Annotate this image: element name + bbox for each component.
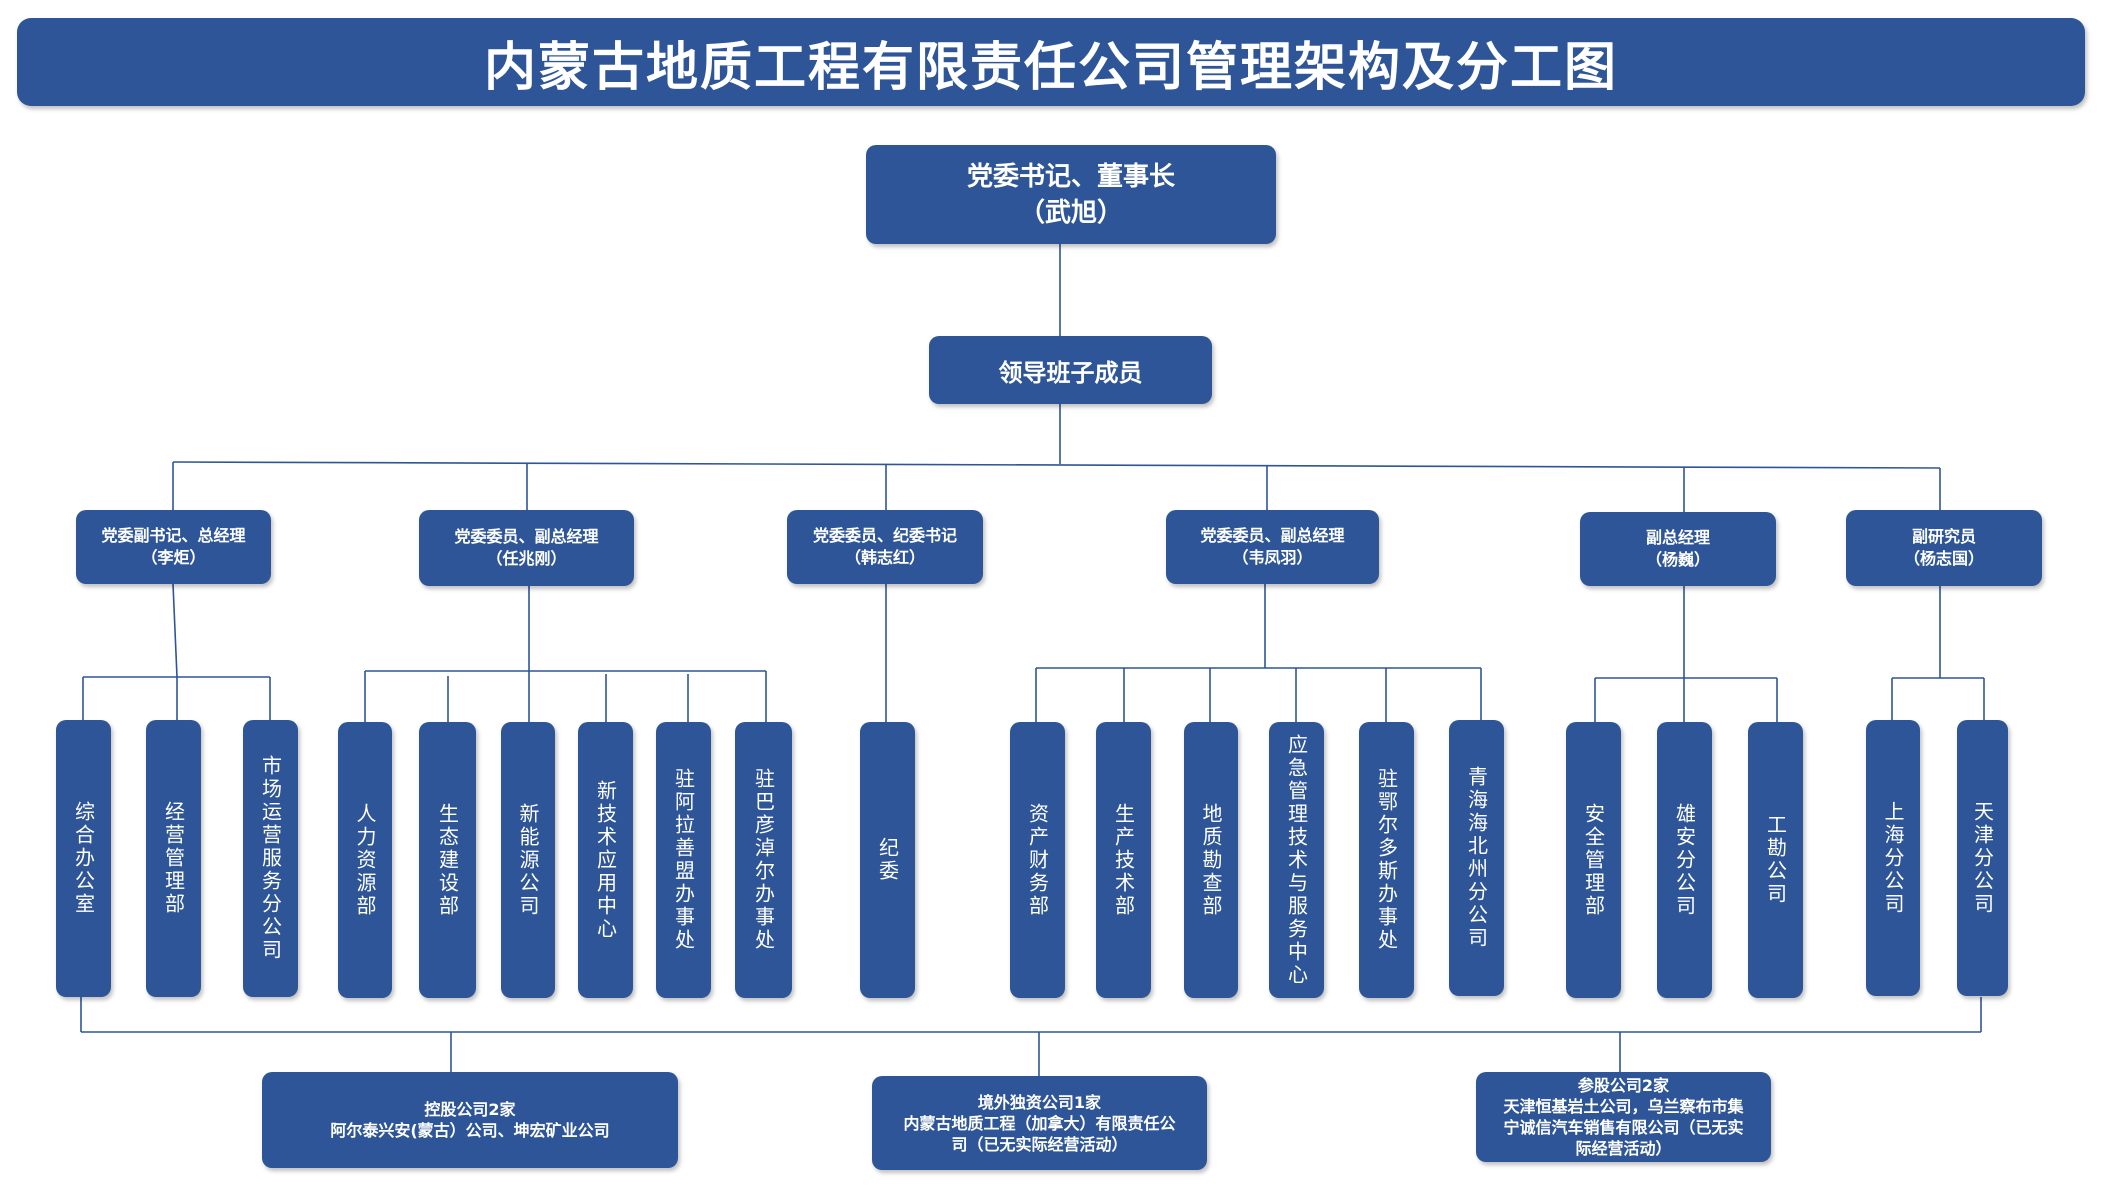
leader-name: （杨志国）: [1903, 549, 1984, 568]
department-node: 纪委: [860, 722, 915, 998]
leader-title: 党委委员、副总经理: [454, 527, 599, 546]
department-node: 驻鄂尔多斯办事处: [1359, 722, 1414, 998]
department-label: 人力资源部: [353, 802, 377, 918]
leader-node: 党委副书记、总经理 （李炬）: [76, 510, 271, 584]
department-label: 纪委: [875, 837, 900, 883]
department-node: 安全管理部: [1566, 722, 1621, 998]
leader-name: （韦凤羽）: [1232, 548, 1313, 567]
equity-companies-line: 际经营活动）: [1575, 1139, 1672, 1158]
department-label: 驻巴彦淖尔办事处: [751, 768, 776, 952]
leader-node: 党委委员、纪委书记 （韩志红）: [787, 510, 983, 584]
department-label: 天津分公司: [1970, 800, 1995, 916]
department-node: 地质勘查部: [1184, 722, 1238, 998]
department-label: 驻鄂尔多斯办事处: [1374, 768, 1399, 952]
department-label: 市场运营服务分公司: [258, 755, 283, 962]
department-label: 安全管理部: [1581, 802, 1606, 918]
holding-companies-list: 阿尔泰兴安(蒙古）公司、坤宏矿业公司: [330, 1121, 610, 1140]
department-label: 驻阿拉善盟办事处: [671, 768, 696, 952]
equity-companies-heading: 参股公司2家: [1577, 1076, 1670, 1095]
department-node: 天津分公司: [1957, 720, 2008, 996]
department-node: 市场运营服务分公司: [243, 720, 298, 997]
department-node: 经营管理部: [146, 720, 201, 997]
title-bar: 内蒙古地质工程有限责任公司管理架构及分工图: [17, 18, 2085, 106]
department-node: 上海分公司: [1866, 720, 1920, 996]
department-label: 上海分公司: [1881, 800, 1905, 916]
leader-node: 党委委员、副总经理 （韦凤羽）: [1166, 510, 1379, 584]
leader-name: （韩志红）: [844, 548, 925, 567]
leadership-team-label: 领导班子成员: [998, 358, 1143, 387]
department-node: 资产财务部: [1010, 722, 1065, 998]
department-label: 青海海北州分公司: [1464, 766, 1489, 950]
chairman-name: （武旭）: [1018, 197, 1123, 228]
department-node: 生态建设部: [419, 722, 476, 998]
department-label: 生产技术部: [1111, 802, 1136, 918]
department-label: 生态建设部: [435, 802, 460, 918]
overseas-company-line: 司（已无实际经营活动）: [951, 1134, 1128, 1154]
department-label: 资产财务部: [1025, 802, 1050, 918]
department-node: 雄安分公司: [1657, 722, 1712, 998]
department-node: 人力资源部: [338, 722, 392, 998]
leader-title: 副研究员: [1911, 527, 1976, 546]
overseas-company-heading: 境外独资公司1家: [977, 1092, 1102, 1112]
leader-name: （任兆刚）: [486, 549, 567, 568]
department-label: 地质勘查部: [1199, 802, 1223, 918]
leader-title: 党委副书记、总经理: [101, 526, 246, 545]
department-label: 应急管理技术与服务中心: [1284, 733, 1309, 987]
leadership-team-node: 领导班子成员: [929, 336, 1212, 404]
chairman-node: 党委书记、董事长 （武旭）: [866, 145, 1276, 244]
equity-companies-line: 天津恒基岩土公司，乌兰察布市集: [1503, 1097, 1744, 1116]
department-node: 综合办公室: [56, 720, 111, 997]
chairman-title: 党委书记、董事长: [966, 161, 1175, 192]
department-node: 生产技术部: [1096, 722, 1151, 998]
leader-title: 副总经理: [1645, 528, 1710, 547]
leader-node: 副总经理 （杨巍）: [1580, 512, 1776, 586]
department-label: 雄安分公司: [1672, 802, 1697, 918]
department-node: 驻阿拉善盟办事处: [656, 722, 711, 998]
department-label: 经营管理部: [161, 801, 186, 916]
department-node: 工勘公司: [1748, 722, 1803, 998]
page-title: 内蒙古地质工程有限责任公司管理架构及分工图: [483, 37, 1618, 98]
overseas-company-line: 内蒙古地质工程（加拿大）有限责任公: [903, 1113, 1176, 1133]
leader-title: 党委委员、副总经理: [1200, 526, 1345, 545]
department-node: 应急管理技术与服务中心: [1269, 722, 1324, 998]
leader-name: （杨巍）: [1645, 550, 1710, 569]
overseas-company-node: 境外独资公司1家 内蒙古地质工程（加拿大）有限责任公 司（已无实际经营活动）: [872, 1076, 1207, 1170]
holding-companies-heading: 控股公司2家: [424, 1100, 516, 1119]
department-node: 驻巴彦淖尔办事处: [735, 722, 792, 998]
department-node: 新技术应用中心: [578, 722, 633, 998]
leader-title: 党委委员、纪委书记: [812, 526, 957, 545]
department-node: 青海海北州分公司: [1449, 720, 1504, 996]
equity-companies-line: 宁诚信汽车销售有限公司（已无实: [1503, 1118, 1744, 1137]
department-label: 新技术应用中心: [593, 779, 618, 941]
equity-companies-node: 参股公司2家 天津恒基岩土公司，乌兰察布市集 宁诚信汽车销售有限公司（已无实 际…: [1476, 1072, 1771, 1162]
department-label: 工勘公司: [1763, 814, 1788, 906]
department-label: 新能源公司: [516, 802, 540, 918]
department-label: 综合办公室: [71, 801, 96, 916]
holding-companies-node: 控股公司2家 阿尔泰兴安(蒙古）公司、坤宏矿业公司: [262, 1072, 678, 1168]
leader-node: 党委委员、副总经理 （任兆刚）: [419, 510, 634, 586]
department-node: 新能源公司: [501, 722, 555, 998]
leader-node: 副研究员 （杨志国）: [1846, 510, 2042, 586]
leader-name: （李炬）: [141, 548, 206, 567]
